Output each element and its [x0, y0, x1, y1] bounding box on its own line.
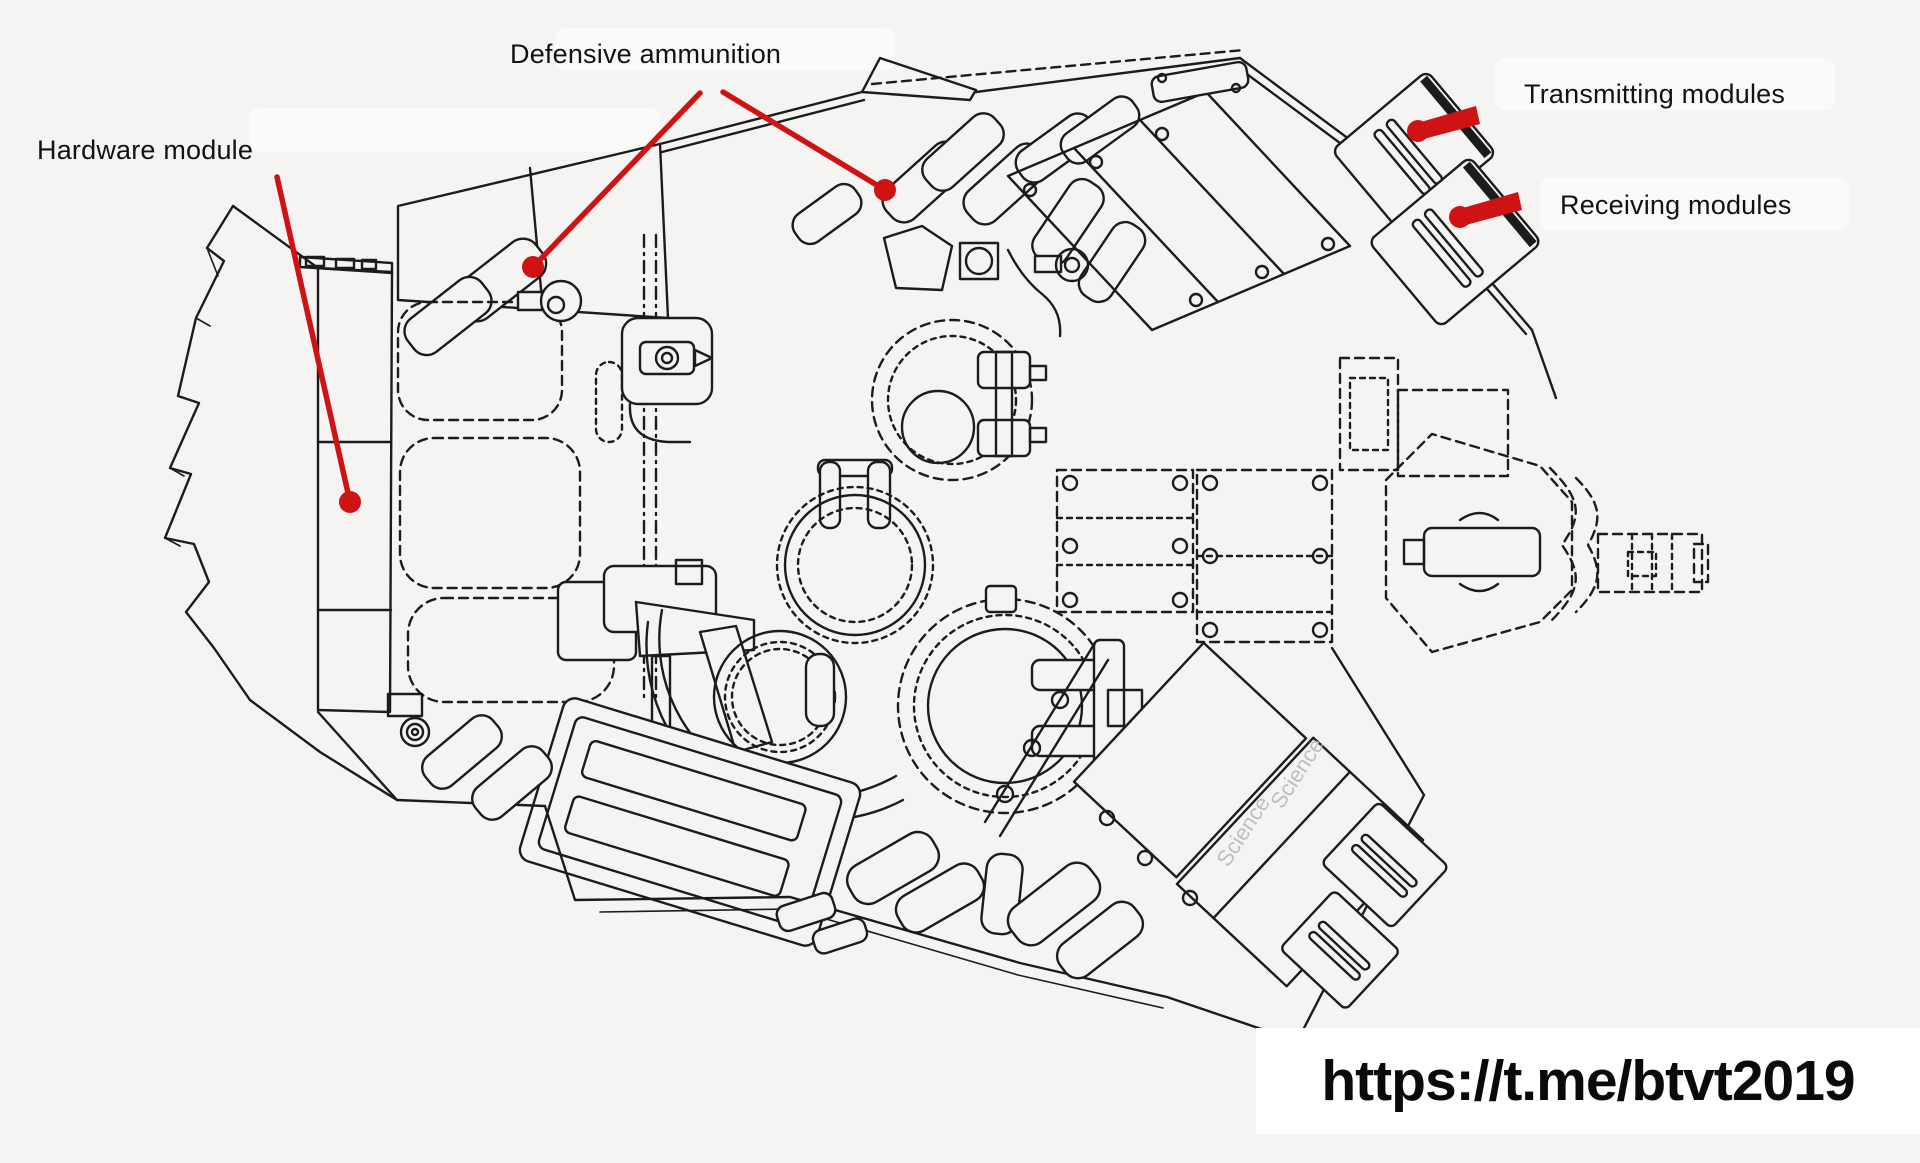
hardware-module-box	[298, 255, 431, 748]
label-background-patches	[250, 28, 1850, 230]
defensive-ammo-left-pair	[403, 237, 548, 357]
defensive-ammo-top-cluster	[791, 95, 1147, 338]
interior-stowage-outlines	[396, 233, 658, 704]
hardware-module-pointer	[274, 174, 361, 513]
mid-right-access-panels	[1033, 247, 1400, 644]
gun-barrel	[1384, 388, 1710, 654]
louver-grid-panel	[518, 697, 862, 947]
sight-devices	[516, 279, 714, 444]
bottom-right-panel-array	[983, 641, 1448, 1034]
transmitting-modules-label: Transmitting modules	[1524, 79, 1786, 109]
defensive-ammo-bottom-cluster	[775, 830, 1145, 980]
hardware-module-label: Hardware module	[37, 135, 254, 165]
breech-machinery	[556, 558, 774, 754]
receiving-modules-pointer	[1449, 192, 1522, 228]
annotation-arrows	[274, 89, 1522, 513]
hatch-circles	[712, 318, 1144, 815]
transmitting-modules-pointer	[1407, 106, 1480, 142]
defensive-ammo-pointer-right	[720, 89, 896, 201]
top-right-panel-array	[1006, 60, 1352, 332]
front-hull-edges	[395, 798, 1275, 1035]
watermark-bar: https://t.me/btvt2019	[1256, 1028, 1920, 1134]
defensive-ammo-pointer-left	[522, 90, 703, 278]
receiving-modules-label: Receiving modules	[1560, 190, 1792, 220]
defensive-ammo-front-left-pair	[421, 714, 553, 821]
watermark-url-text: https://t.me/btvt2019	[1321, 1049, 1855, 1113]
defensive-ammunition-label: Defensive ammunition	[510, 39, 782, 69]
